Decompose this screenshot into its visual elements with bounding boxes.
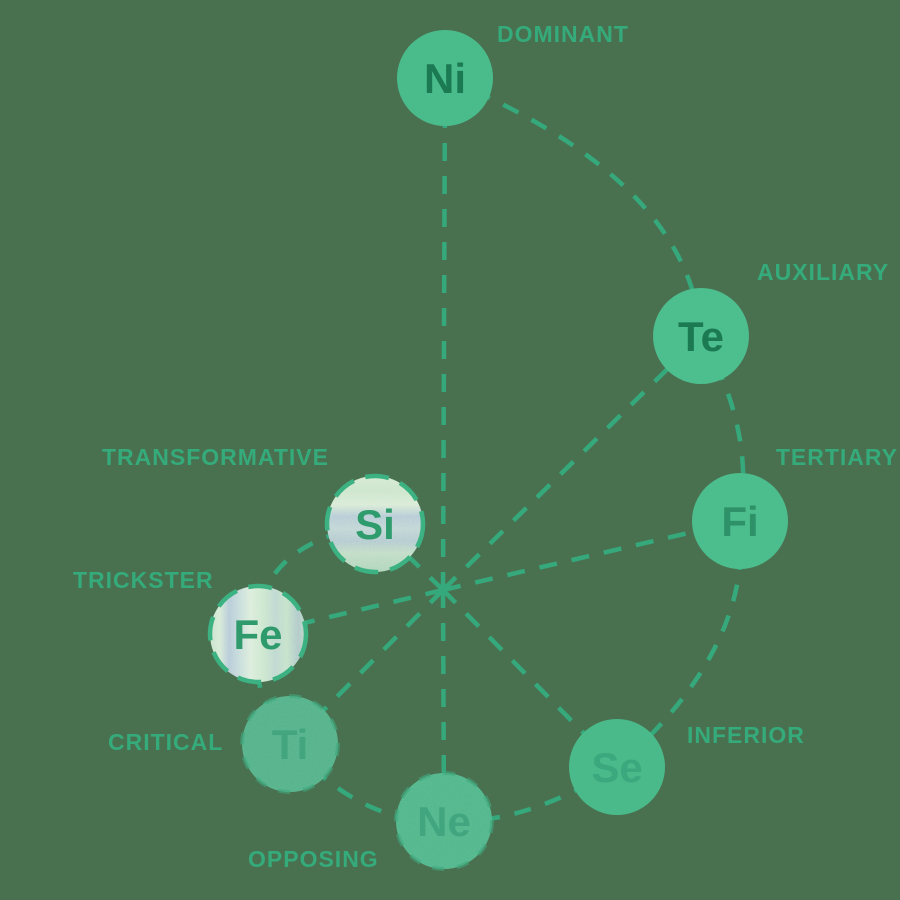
node-te-circle [653,288,749,384]
node-ne-ring [394,771,494,871]
node-si-symbol: Si [355,501,395,548]
node-ti-symbol: Ti [272,721,309,768]
node-fi-symbol: Fi [721,498,758,545]
node-ti: Ti [240,694,340,794]
node-te-symbol: Te [678,313,724,360]
node-fi-circle [692,473,788,569]
node-se-circle [569,719,665,815]
node-se-symbol: Se [591,744,642,791]
label-trickster: TRICKSTER [73,567,214,593]
node-ne-symbol: Ne [417,798,471,845]
node-fi: Fi [692,473,788,569]
node-si-ring [324,473,426,575]
node-ni-symbol: Ni [424,55,466,102]
spiral-arc-fe-si [255,521,376,635]
label-auxiliary: AUXILIARY [757,259,889,285]
node-fe-symbol: Fe [233,611,282,658]
node-ne-grain [396,773,492,869]
node-si-grain [327,476,423,572]
label-critical: CRITICAL [108,729,223,755]
node-ni: Ni [397,30,493,126]
label-dominant: DOMINANT [497,21,629,47]
node-si: Si [324,473,426,575]
spiral-arc-ni-te [444,75,704,337]
radial-line-fi [442,518,741,593]
node-ti-grain [242,696,338,792]
radial-line-ne [440,589,447,822]
node-ne: Ne [394,771,494,871]
node-fe-grain [210,586,306,682]
radial-line-te [441,334,703,592]
node-te: Te [653,288,749,384]
label-opposing: OPPOSING [248,846,379,872]
label-transformative: TRANSFORMATIVE [102,444,329,470]
node-se: Se [569,719,665,815]
node-ni-circle [397,30,493,126]
label-tertiary: TERTIARY [776,444,898,470]
label-inferior: INFERIOR [687,722,805,748]
node-ti-ring [240,694,340,794]
node-fe: Fe [207,583,309,685]
node-fe-ring [207,583,309,685]
